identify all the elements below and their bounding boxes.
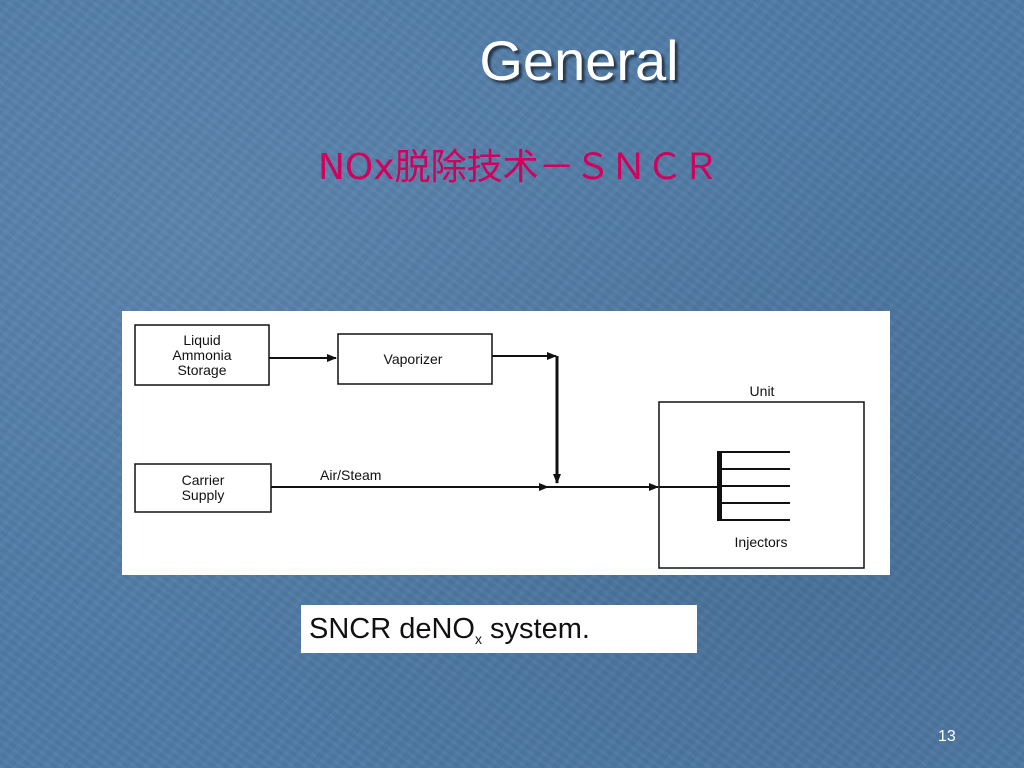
injectors-label: Injectors bbox=[735, 534, 788, 550]
caption-subscript: x bbox=[475, 631, 482, 647]
injectors-manifold: Injectors bbox=[717, 451, 790, 550]
vaporizer-node: Vaporizer bbox=[337, 333, 493, 385]
carrier-supply-label-line-2: Supply bbox=[182, 487, 225, 503]
carrier-supply-node: Carrier Supply bbox=[134, 463, 272, 513]
liquid-ammonia-storage-node: Liquid Ammonia Storage bbox=[134, 324, 270, 386]
slide-page-number: 13 bbox=[938, 728, 956, 745]
sncr-flow-diagram: Liquid Ammonia Storage Vaporizer Carrier… bbox=[122, 311, 890, 575]
unit-label: Unit bbox=[750, 383, 775, 399]
liquid-ammonia-storage-label-line-1: Liquid bbox=[183, 332, 220, 348]
liquid-ammonia-storage-label-line-2: Ammonia bbox=[172, 347, 231, 363]
slide-title: General bbox=[479, 29, 679, 92]
vaporizer-to-carrier-line-arrow bbox=[492, 352, 561, 484]
carrier-to-unit-arrow: Air/Steam bbox=[271, 467, 718, 491]
air-steam-label: Air/Steam bbox=[320, 467, 381, 483]
caption-text-main: SNCR deNO bbox=[309, 613, 475, 645]
unit-node: Unit bbox=[658, 383, 865, 569]
carrier-supply-label-line-1: Carrier bbox=[182, 472, 225, 488]
vaporizer-label: Vaporizer bbox=[384, 351, 443, 367]
figure-caption: SNCR deNOx system. bbox=[301, 605, 697, 653]
caption-text-end: system. bbox=[482, 613, 590, 645]
liquid-ammonia-storage-label-line-3: Storage bbox=[177, 362, 226, 378]
slide-subtitle: NOx脱除技术－ＳＮＣＲ bbox=[318, 147, 719, 188]
